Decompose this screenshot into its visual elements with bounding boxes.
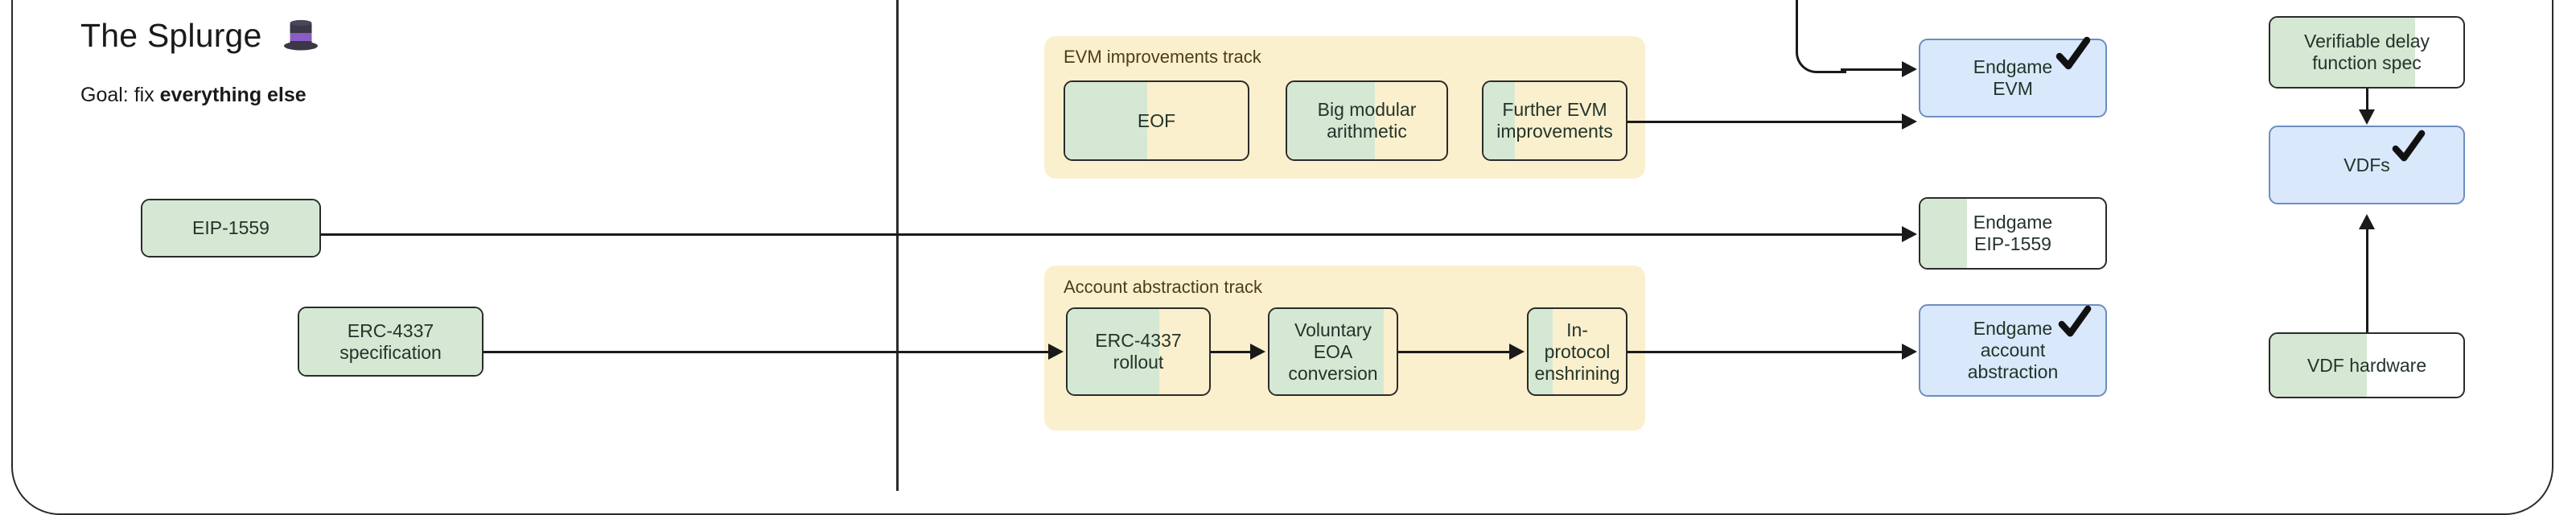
arrowhead-endgame-evm-upper <box>1902 61 1917 77</box>
progress-fill <box>142 200 319 256</box>
goal-emphasis: everything else <box>159 84 307 106</box>
progress-fill <box>1483 82 1515 159</box>
connector-eoa-to-enshrining <box>1398 351 1509 353</box>
arrowhead-erc-4337-rollout <box>1048 344 1064 360</box>
progress-fill <box>1287 82 1375 159</box>
node-label: EOF <box>1137 109 1176 131</box>
connector-vdf-spec-to-vdfs <box>2366 89 2368 113</box>
progress-fill <box>1529 309 1553 394</box>
track-label-account-abstraction: Account abstraction track <box>1064 277 1263 297</box>
progress-fill <box>1269 309 1385 394</box>
node-eip-1559[interactable]: EIP-1559 <box>141 199 321 258</box>
progress-fill <box>2270 334 2367 397</box>
check-icon-endgame-evm <box>2055 35 2092 72</box>
arrowhead-endgame-eip-1559 <box>1902 226 1917 242</box>
arrowhead-endgame-account-abstraction <box>1902 344 1917 360</box>
progress-fill <box>1065 82 1148 159</box>
check-icon-vdfs <box>2391 129 2426 164</box>
page-title: The Splurge <box>80 16 319 61</box>
connector-enshrining-to-endgame-aa <box>1627 351 1903 353</box>
connector-vdf-hardware-to-vdfs <box>2366 229 2368 332</box>
connector-erc4337-spec-to-rollout <box>484 351 1049 353</box>
connector-further-evm-to-endgame-evm <box>1627 121 1903 123</box>
arrowhead-in-protocol-enshrining <box>1509 344 1525 360</box>
node-eof[interactable]: EOF <box>1064 80 1249 161</box>
page-title-text: The Splurge <box>80 17 262 54</box>
node-vdf-hardware[interactable]: VDF hardware <box>2269 332 2465 398</box>
goal-statement: Goal: fix everything else <box>80 83 307 107</box>
track-label-evm-improvements: EVM improvements track <box>1064 47 1261 67</box>
splurge-roadmap-diagram: The Splurge Goal: fix everything else EI… <box>11 0 2553 515</box>
section-divider-line <box>896 0 899 491</box>
connector-top-curve-horizontal <box>1841 68 1905 71</box>
arrowhead-vdfs-from-spec <box>2359 109 2375 125</box>
progress-fill <box>1068 309 1160 394</box>
node-label: VDFs <box>2344 154 2390 175</box>
node-label: VDF hardware <box>2306 354 2427 376</box>
node-label: EIP-1559 <box>192 217 270 238</box>
connector-rollout-to-eoa <box>1211 351 1251 353</box>
arrowhead-vdfs-from-hardware <box>2359 214 2375 229</box>
progress-fill <box>2270 18 2415 87</box>
check-icon-endgame-account-abstraction <box>2057 304 2092 340</box>
goal-prefix: Goal: fix <box>80 84 160 106</box>
node-vdfs[interactable]: VDFs <box>2269 126 2465 204</box>
connector-eip1559-to-endgame <box>321 233 1903 236</box>
progress-fill <box>299 308 482 375</box>
arrowhead-endgame-evm-lower <box>1902 113 1917 130</box>
progress-fill <box>1920 199 1967 268</box>
top-hat-emoji <box>282 16 319 61</box>
connector-top-curve-to-endgame-evm <box>1796 0 1846 73</box>
arrowhead-voluntary-eoa-conversion <box>1250 344 1265 360</box>
